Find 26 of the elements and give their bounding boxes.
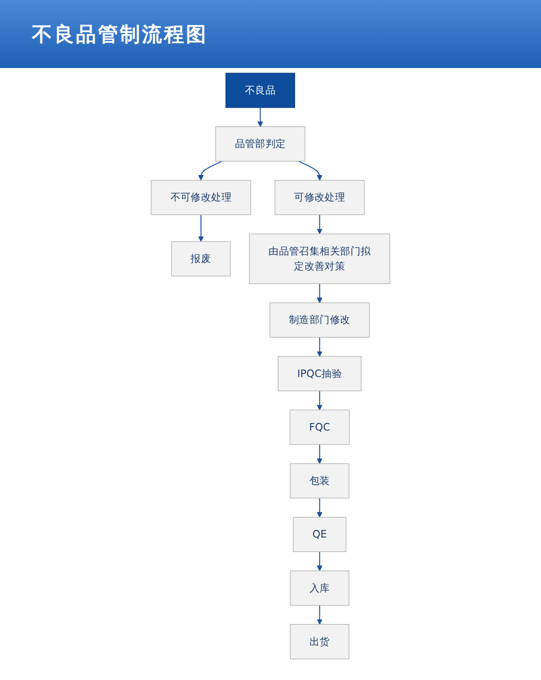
arrow [316,336,322,357]
node-box: QE [292,516,346,552]
node-box: 报废 [171,241,231,276]
arrow [316,283,322,304]
title: 不良品管制流程图 [32,20,208,48]
node-box: 不可修改处理 [150,180,252,216]
node-box: 由品管召集相关部门拟定改善对策 [249,234,390,284]
node-box: IPQC抽验 [278,356,362,392]
node-box: 入库 [290,570,350,606]
node-box: 品管部判定 [215,126,306,162]
node-box: FQC [290,410,350,445]
arrow [257,107,264,127]
arrow [198,160,223,181]
arrow [316,551,322,572]
node-box: 出货 [290,624,350,660]
arrow [316,498,322,518]
arrow [316,214,322,234]
arrow [316,604,322,625]
node-box: 制造部门修改 [270,302,370,338]
arrow [298,160,322,181]
node-box: 可修改处理 [274,180,365,216]
arrow [316,444,322,464]
arrow [316,390,322,410]
node-box: 不良品 [226,72,296,108]
node-box: 包装 [290,463,350,498]
arrow [198,214,204,242]
